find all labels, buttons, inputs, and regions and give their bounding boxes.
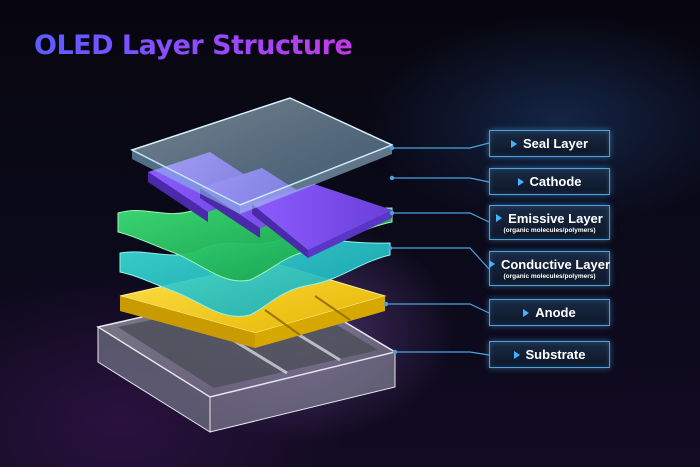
play-arrow-icon xyxy=(510,139,517,148)
play-arrow-icon xyxy=(523,308,530,317)
label-cathode: Cathode xyxy=(489,168,610,195)
play-arrow-icon xyxy=(488,260,495,268)
label-emissive-layer: Emissive Layer (organic molecules/polyme… xyxy=(489,205,610,240)
label-seal-layer: Seal Layer xyxy=(489,130,610,157)
connector-dots xyxy=(383,145,398,355)
label-anode: Anode xyxy=(489,299,610,326)
label-substrate: Substrate xyxy=(489,341,610,368)
seal-layer xyxy=(130,97,394,214)
play-arrow-icon xyxy=(513,350,520,359)
connector-lines xyxy=(386,142,490,356)
label-conductive-layer: Conductive Layer (organic molecules/poly… xyxy=(488,251,610,286)
play-arrow-icon xyxy=(517,177,524,186)
page-title: OLED Layer Structure xyxy=(34,26,353,66)
play-arrow-icon xyxy=(496,214,503,222)
